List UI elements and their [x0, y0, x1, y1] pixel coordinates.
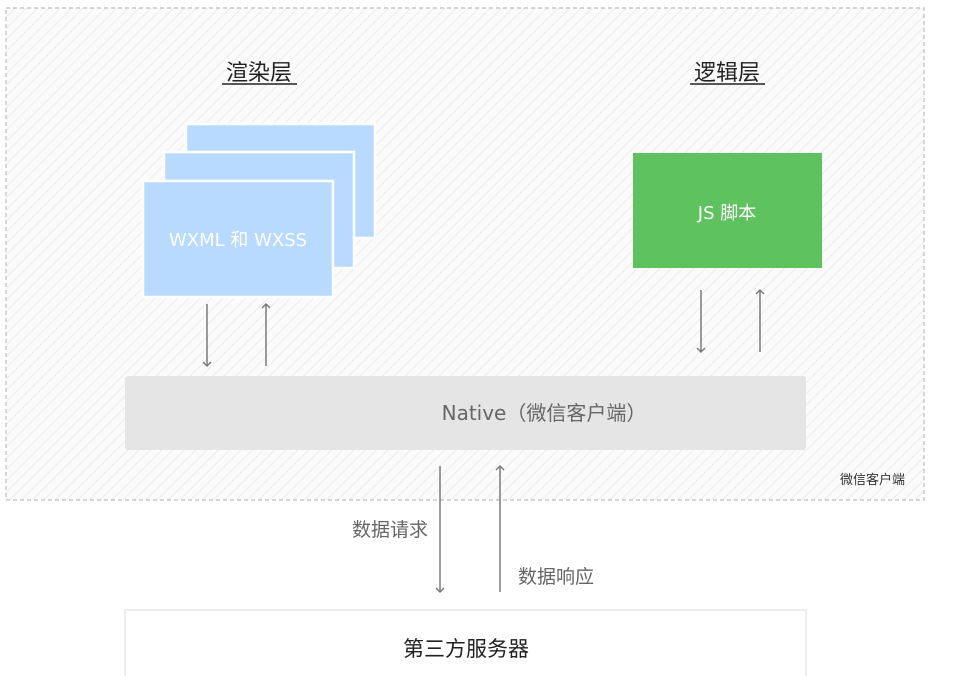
- third-party-server-box: [124, 609, 807, 676]
- third-party-server-label: 第三方服务器: [403, 637, 529, 661]
- logic-layer-title: 逻辑层: [694, 61, 760, 86]
- render-layer-title: 渲染层: [226, 61, 292, 86]
- render-stack-card-front: [141, 179, 335, 299]
- native-label: Native（微信客户端）: [442, 401, 647, 425]
- native-bar: [125, 376, 806, 450]
- data-response-label: 数据响应: [518, 566, 594, 588]
- logic-box: [633, 153, 822, 268]
- wechat-client-caption: 微信客户端: [840, 472, 905, 488]
- logic-box-label: JS 脚本: [697, 203, 756, 224]
- data-request-label: 数据请求: [352, 519, 428, 541]
- render-box-label: WXML 和 WXSS: [169, 230, 307, 251]
